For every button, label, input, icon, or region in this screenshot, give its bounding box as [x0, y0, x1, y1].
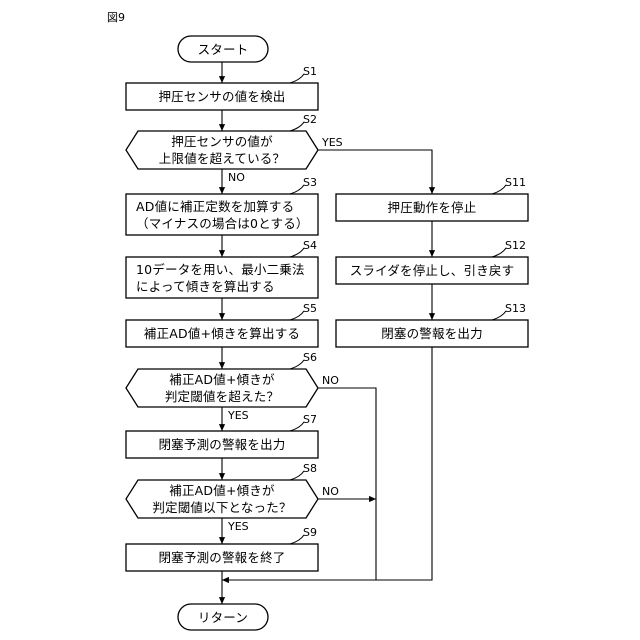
s2-no-label: NO — [228, 171, 245, 184]
s8-yes-label: YES — [228, 520, 249, 533]
s5-text: 補正AD値+傾きを算出する — [126, 320, 318, 347]
s6-line-1: 補正AD値+傾きが — [169, 371, 274, 388]
s2-line-2: 上限値を超えている？ — [159, 150, 285, 167]
step-label-s6: S6 — [303, 351, 317, 364]
step-label-s13: S13 — [505, 302, 526, 315]
s1-text: 押圧センサの値を検出 — [126, 83, 318, 110]
s6-line-2: 判定閾値を超えた？ — [165, 388, 279, 405]
step-label-s9: S9 — [303, 526, 317, 539]
s6-no-label: NO — [322, 374, 339, 387]
s9-text: 閉塞予測の警報を終了 — [126, 544, 318, 571]
s12-text: スライダを停止し、引き戻す — [336, 257, 528, 284]
s8-line-1: 補正AD値+傾きが — [169, 482, 274, 499]
s8-text: 補正AD値+傾きが 判定閾値以下となった？ — [126, 480, 318, 518]
figure-label: 図9 — [107, 9, 125, 25]
step-label-s7: S7 — [303, 413, 317, 426]
s6-text: 補正AD値+傾きが 判定閾値を超えた？ — [126, 369, 318, 407]
s7-text: 閉塞予測の警報を出力 — [126, 431, 318, 458]
s4-line-2: によって傾きを算出する — [136, 278, 275, 295]
s3-line-1: AD値に補正定数を加算する — [136, 198, 294, 215]
s8-no-label: NO — [322, 485, 339, 498]
s8-line-2: 判定閾値以下となった？ — [152, 499, 291, 516]
step-label-s2: S2 — [303, 113, 317, 126]
step-label-s3: S3 — [303, 176, 317, 189]
step-label-s8: S8 — [303, 462, 317, 475]
s3-text: AD値に補正定数を加算する （マイナスの場合は0とする） — [126, 194, 318, 235]
s4-text: 10データを用い、最小二乗法 によって傾きを算出する — [126, 257, 318, 298]
step-label-s12: S12 — [505, 239, 526, 252]
s4-line-1: 10データを用い、最小二乗法 — [136, 261, 305, 278]
step-label-s1: S1 — [303, 65, 317, 78]
step-label-s11: S11 — [505, 176, 526, 189]
s11-text: 押圧動作を停止 — [336, 194, 528, 221]
s2-line-1: 押圧センサの値が — [171, 133, 273, 150]
s6-yes-label: YES — [228, 409, 249, 422]
start-label: スタート — [178, 36, 268, 62]
s2-yes-label: YES — [322, 136, 343, 149]
s13-text: 閉塞の警報を出力 — [336, 320, 528, 347]
step-label-s5: S5 — [303, 302, 317, 315]
step-label-s4: S4 — [303, 239, 317, 252]
s2-text: 押圧センサの値が 上限値を超えている？ — [126, 131, 318, 169]
s3-line-2: （マイナスの場合は0とする） — [136, 215, 309, 232]
end-label: リターン — [178, 604, 268, 630]
